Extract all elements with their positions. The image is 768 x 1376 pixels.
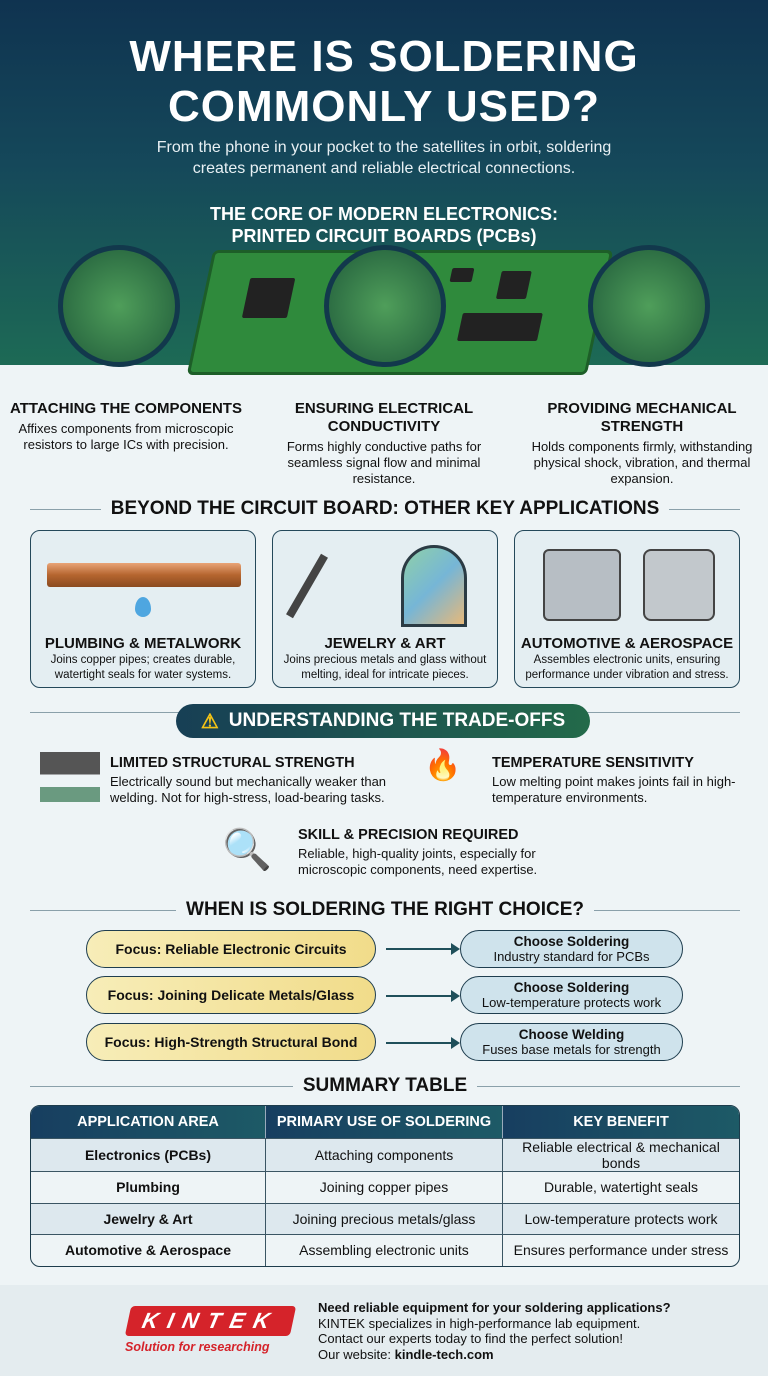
focus-pill: Focus: Reliable Electronic Circuits (86, 930, 376, 968)
control-unit-icon (543, 549, 621, 621)
column-header: KEY BENEFIT (503, 1106, 739, 1138)
choice-heading: WHEN IS SOLDERING THE RIGHT CHOICE? (30, 899, 741, 921)
tweezers-icon (58, 245, 180, 367)
arrow-icon (386, 943, 460, 955)
page-subtitle: From the phone in your pocket to the sat… (156, 139, 612, 177)
column-header: APPLICATION AREA (31, 1106, 266, 1138)
stained-glass-icon (401, 545, 467, 627)
footer-text: Need reliable equipment for your solderi… (318, 1300, 671, 1362)
kintek-logo[interactable]: KINTEK (124, 1306, 297, 1336)
focus-pill: Focus: High-Strength Structural Bond (86, 1023, 376, 1061)
arrow-icon (386, 990, 460, 1002)
soldering-tip-icon (588, 245, 710, 367)
solder-joint-arrow-icon (324, 245, 446, 367)
magnifier-icon: 🔍 (222, 828, 272, 872)
copper-pipe-icon (47, 563, 241, 587)
cracked-joint-icon (40, 752, 100, 802)
flame-icon: 🔥 (424, 749, 462, 782)
tradeoffs-heading: ⚠UNDERSTANDING THE TRADE-OFFS (176, 704, 590, 738)
applications-heading: BEYOND THE CIRCUIT BOARD: OTHER KEY APPL… (30, 498, 740, 520)
focus-pill: Focus: Joining Delicate Metals/Glass (86, 976, 376, 1014)
column-header: PRIMARY USE OF SOLDERING (266, 1106, 503, 1138)
arrow-icon (386, 1037, 460, 1049)
website-link[interactable]: kindle-tech.com (394, 1346, 494, 1362)
logo-tagline: Solution for researching (125, 1340, 270, 1354)
warning-icon: ⚠ (200, 710, 219, 733)
aerospace-module-icon (643, 549, 715, 621)
water-drop-icon (135, 597, 151, 617)
torch-icon (286, 553, 328, 619)
pcb-heading: THE CORE OF MODERN ELECTRONICS:PRINTED C… (209, 204, 558, 246)
summary-heading: SUMMARY TABLE (30, 1075, 740, 1097)
